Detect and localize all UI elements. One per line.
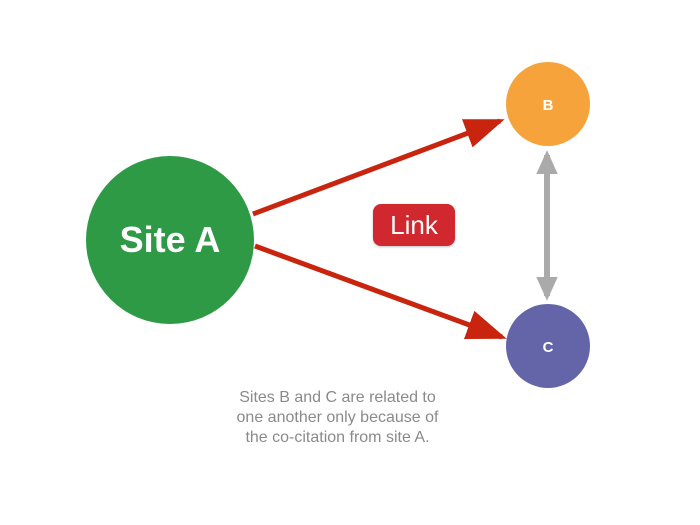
link-arrow-a-to-c [254,243,507,340]
caption-line: Sites B and C are related to [239,389,436,406]
node-site-a-circle [86,156,254,324]
caption-line: one another only because of [236,409,439,426]
node-site-a-label: Site A [120,219,221,260]
node-site-b: B [506,62,590,146]
node-site-a: Site A [86,156,254,324]
node-site-c-circle [506,304,590,388]
caption-line: the co-citation from site A. [245,429,430,446]
link-badge: Link [373,204,455,246]
node-site-b-label: B [543,97,554,114]
link-arrow-a-to-b [252,118,505,217]
node-site-c-label: C [543,339,554,356]
node-site-b-circle [506,62,590,146]
caption: Sites B and C are related to one another… [200,388,475,448]
node-site-c: C [506,304,590,388]
